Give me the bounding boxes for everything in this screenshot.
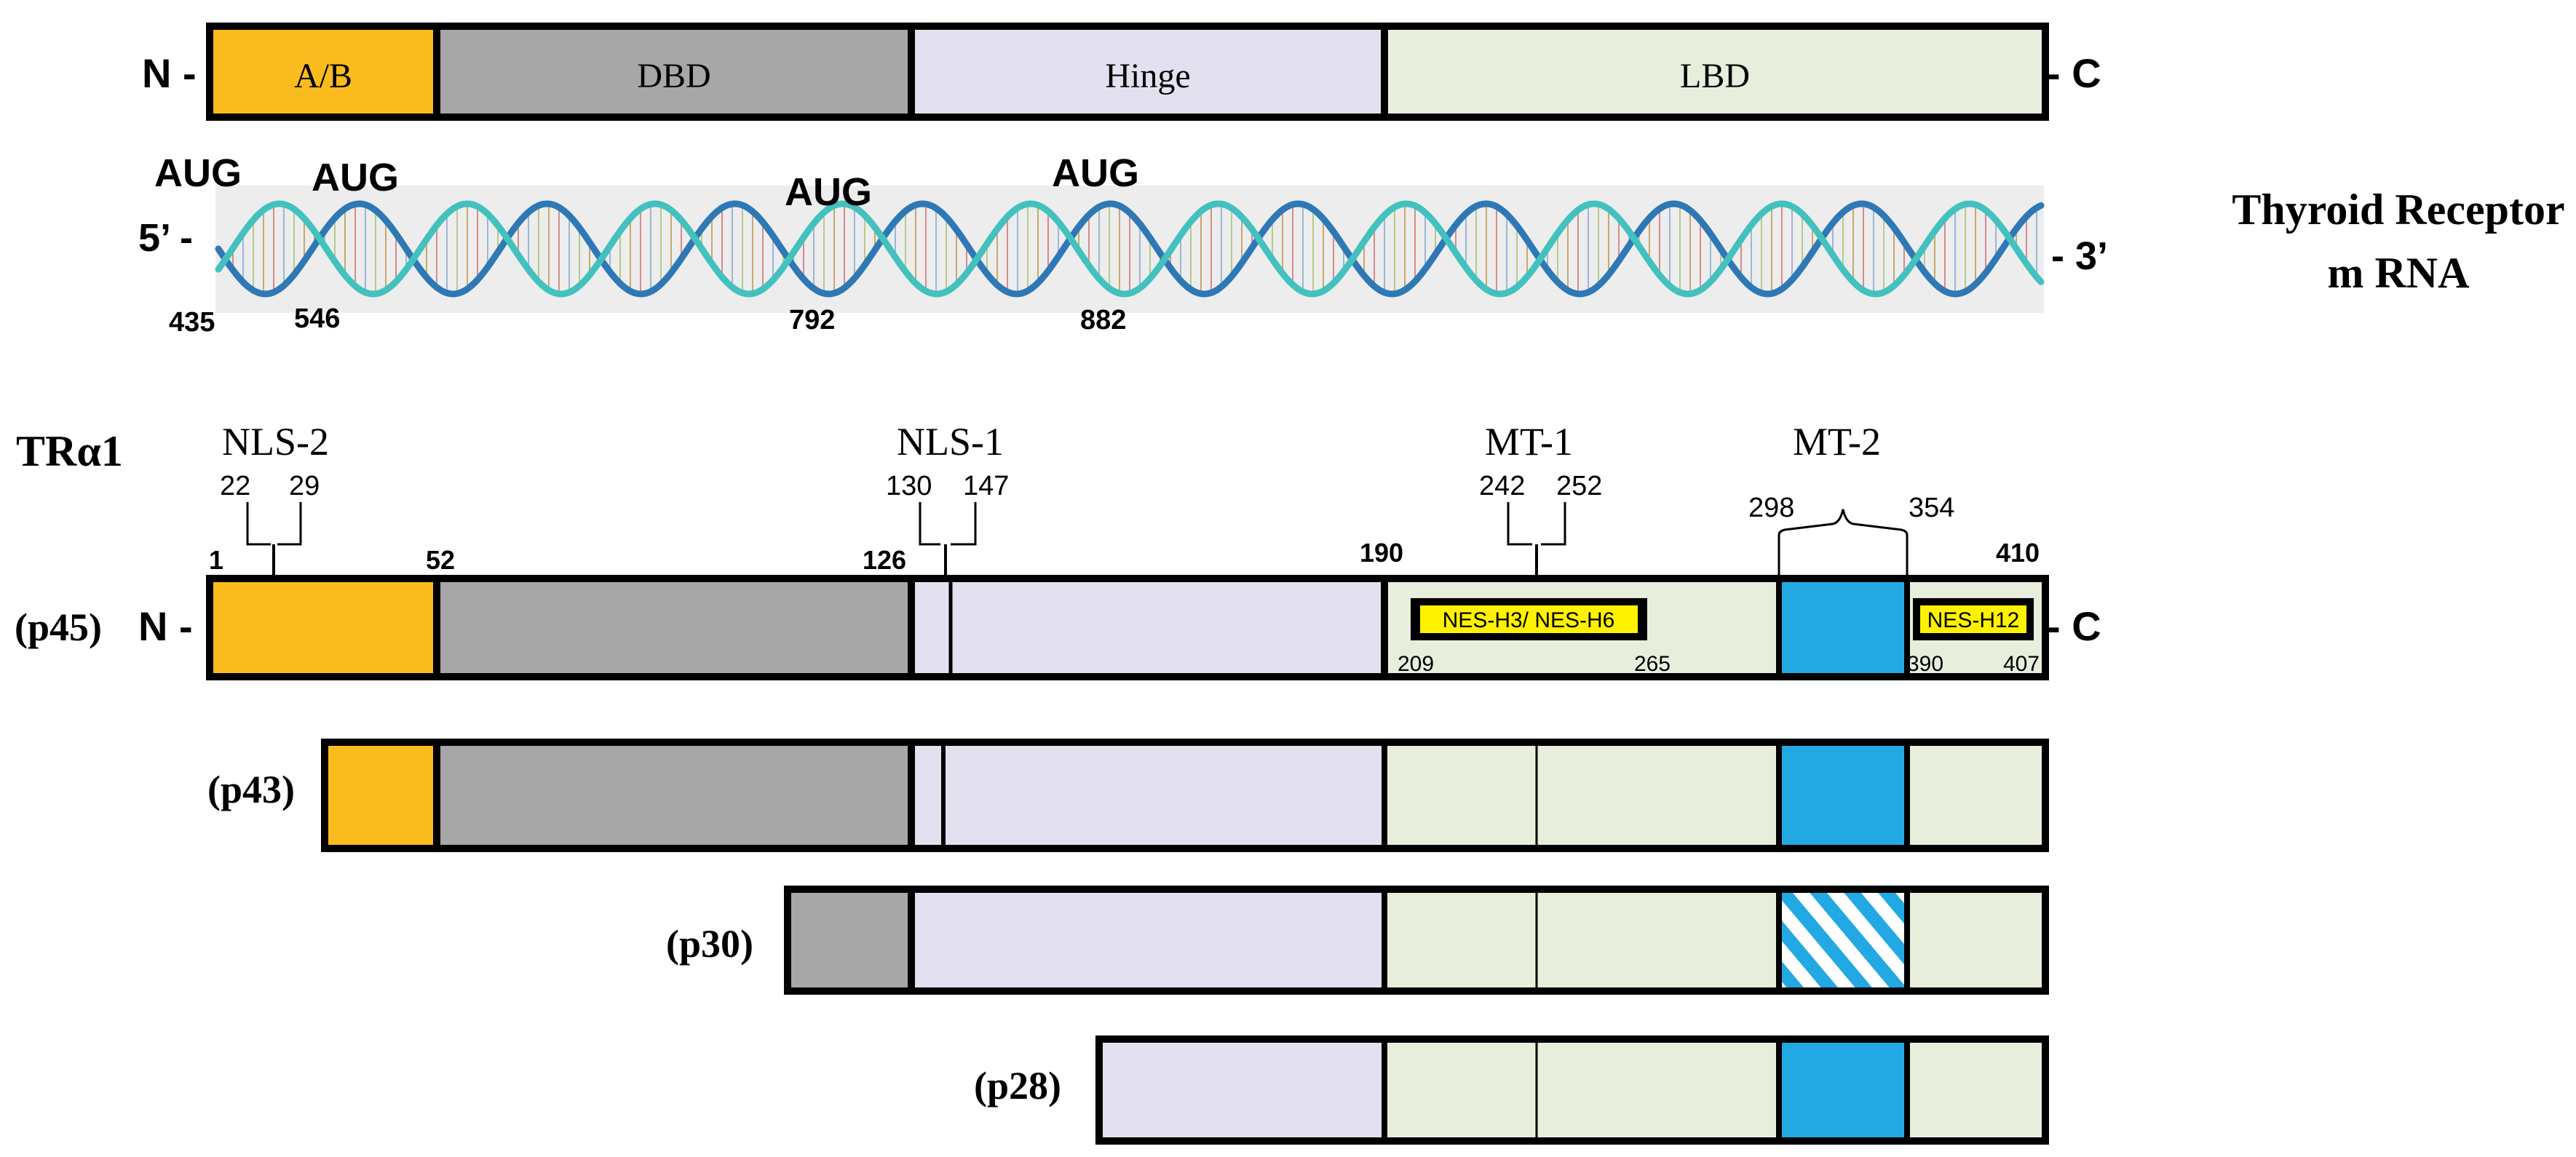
p43-mt2-segment [1779,742,1907,848]
nes-h12-label: NES-H12 [1927,608,2020,632]
domain-dbd [437,26,911,117]
p43-hinge-segment [911,742,1384,848]
mt1-end: 252 [1556,471,1602,501]
p30-mt2-hatched-segment [1779,889,1907,991]
p45-c-terminus: - C [2047,603,2101,649]
p30-hinge-segment [911,889,1384,991]
p45-mt2-segment [1779,578,1907,677]
aug-codon-546: AUG [312,156,399,199]
three-prime-label: - 3’ [2051,234,2108,278]
p30-lbd-segment [1384,889,2045,991]
nes-h12-start: 390 [1907,652,1943,676]
overview-n-terminus: N - [142,50,197,96]
nes-h3-h6-start: 209 [1398,652,1434,676]
nls1-bracket [919,502,977,546]
domain-lbd [1384,26,2045,117]
isoform-p30-label: (p30) [666,922,753,966]
boundary-410: 410 [1996,538,2040,568]
p45-n-terminus: N - [138,603,193,649]
aug-codon-435: AUG [154,151,242,195]
isoform-p43-label: (p43) [207,768,295,811]
p45-dbd-segment [437,578,911,677]
isoform-p43: (p43) [207,739,2049,852]
p43-dbd-segment [437,742,911,848]
five-prime-label: 5’ - [138,216,193,260]
domain-hinge [911,26,1384,117]
aug-position-546: 546 [294,303,340,334]
tra1-title: TRα1 [16,427,123,475]
p45-outline [206,575,2049,680]
nes-h12-end: 407 [2003,652,2040,676]
mt2-label: MT-2 [1793,420,1881,464]
nls2-label: NLS-2 [222,420,329,464]
domain-dbd-label: DBD [637,57,710,95]
isoform-p28: (p28) [974,1035,2049,1145]
domain-lbd-label: LBD [1680,57,1750,95]
nls2-start: 22 [220,471,250,501]
p43-ab-segment [325,742,437,848]
nes-h3-h6-fill [1420,605,1638,633]
nls1-label: NLS-1 [897,420,1004,464]
nls1-start: 130 [886,471,932,501]
mt2-end: 354 [1909,493,1954,523]
aug-position-792: 792 [789,305,835,335]
boundary-1: 1 [209,545,223,575]
mt2-bracket [1778,509,1909,578]
nls2-bracket [246,502,302,546]
p45-ab-segment [210,578,437,677]
mrna-helix [215,200,2045,298]
domain-ab-label: A/B [294,57,352,95]
domain-ab [210,26,437,117]
domain-hinge-label: Hinge [1105,57,1190,95]
aug-position-882: 882 [1080,305,1126,335]
p45-hinge-segment [911,578,1384,677]
aug-position-435: 435 [169,307,215,338]
helix-strand-b [215,200,2045,298]
boundary-52: 52 [426,545,455,575]
overview-outline [206,23,2049,121]
isoform-p30: (p30) [666,886,2049,995]
p43-lbd-segment [1384,742,2045,848]
domain-overview: N - - C A/B DBD Hinge LBD [142,23,2101,121]
nls2-end: 29 [289,471,320,501]
isoform-p45-label: (p45) [15,605,102,649]
p30-outline [784,886,2049,995]
p28-lbd-segment [1384,1039,2045,1141]
p43-outline [321,739,2049,852]
isoform-p45: (p45) N - - C NES-H3/ NES-H6 209 265 NES… [15,575,2101,680]
boundary-190: 190 [1360,538,1403,568]
p28-outline [1095,1035,2049,1145]
p28-mt2-segment [1779,1039,1907,1141]
nes-h3-h6-label: NES-H3/ NES-H6 [1443,608,1615,632]
mrna-title-line1: Thyroid Receptor [2232,186,2564,234]
isoform-p28-label: (p28) [974,1064,1061,1108]
aug-codon-792: AUG [785,170,872,214]
boundary-126: 126 [863,545,906,575]
p30-dbd-segment [788,889,911,991]
overview-c-terminus: - C [2047,50,2101,96]
nes-h3-h6-end: 265 [1634,652,1671,676]
mt2-start: 298 [1748,493,1794,523]
aug-codon-882: AUG [1052,151,1139,195]
mt1-bracket [1507,502,1566,546]
mrna-strand: 5’ - - 3’ Thyroid Receptor m RNA AUG AUG… [138,151,2565,338]
helix-strand-a [215,200,2045,298]
p28-hinge-segment [1099,1039,1384,1141]
mt1-label: MT-1 [1485,420,1573,464]
mt1-start: 242 [1479,471,1525,501]
nls1-end: 147 [963,471,1009,501]
mrna-title-line2: m RNA [2328,249,2470,297]
nes-h12-fill [1920,605,2026,633]
